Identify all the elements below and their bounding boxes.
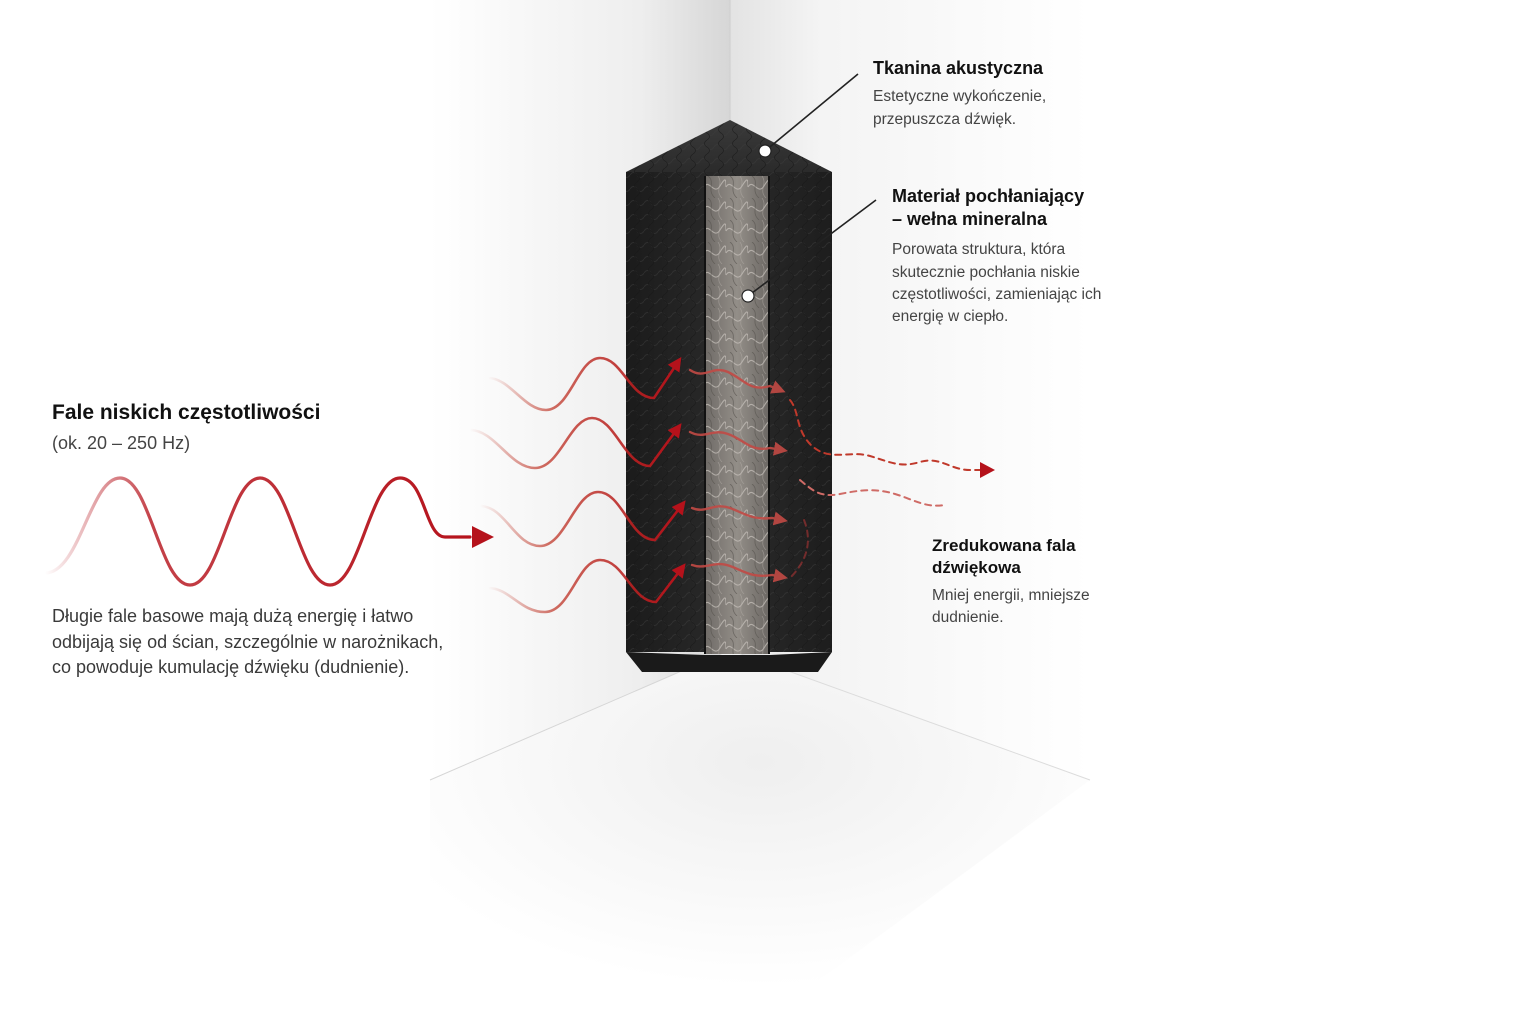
reduced-wave-title: Zredukowana fala dźwiękowa (932, 536, 1076, 577)
low-frequency-range: (ok. 20 – 250 Hz) (52, 432, 191, 453)
reduced-wave-description: Mniej energii, mniejsze dudnienie. (932, 586, 1090, 626)
bass-trap-panel (626, 120, 832, 672)
core-waves (688, 368, 788, 583)
incoming-waves (468, 356, 686, 614)
low-frequency-label: Fale niskich częstotliwości (ok. 20 – 25… (52, 400, 472, 472)
leader-lines (741, 73, 877, 303)
reduced-waves (789, 399, 983, 579)
fabric-label: Tkanina akustyczna Estetyczne wykończeni… (873, 57, 1133, 131)
fabric-title: Tkanina akustyczna (873, 58, 1044, 78)
absorber-description: Porowata struktura, która skutecznie poc… (892, 241, 1102, 326)
low-frequency-wave (43, 476, 472, 587)
reduced-wave-label: Zredukowana fala dźwiękowa Mniej energii… (932, 535, 1152, 629)
arrow-right-icon (980, 462, 995, 478)
absorber-title: Materiał pochłaniający – wełna mineralna (892, 186, 1085, 230)
arrow-right-icon (472, 526, 494, 548)
explanation-text: Długie fale basowe mają dużą energię i ł… (52, 606, 444, 678)
absorber-label: Materiał pochłaniający – wełna mineralna… (892, 185, 1152, 329)
fabric-description: Estetyczne wykończenie, przepuszcza dźwi… (873, 88, 1047, 128)
low-frequency-title: Fale niskich częstotliwości (52, 401, 321, 424)
